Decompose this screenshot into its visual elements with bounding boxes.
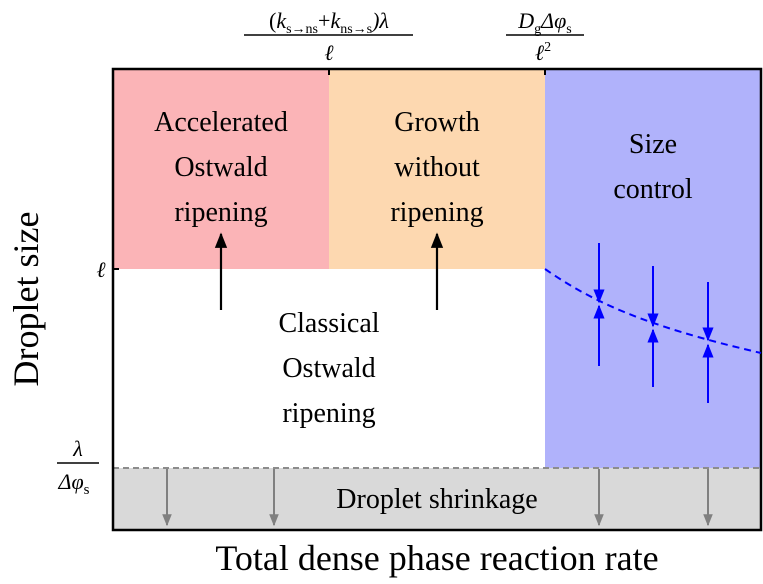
- label-accelerated-line1: Accelerated: [154, 107, 288, 138]
- label-droplet-shrinkage: Droplet shrinkage: [336, 484, 537, 515]
- size-control-curve: [544, 268, 762, 354]
- label-growth-line2: without: [394, 152, 480, 183]
- x-axis-label: Total dense phase reaction rate: [215, 538, 658, 578]
- lambda-denominator: Δφs: [58, 469, 90, 498]
- y-axis-label: Droplet size: [6, 212, 46, 387]
- plot-frame: [111, 67, 763, 532]
- region-droplet-shrinkage: [113, 468, 761, 530]
- lambda-numerator: λ: [72, 436, 83, 461]
- rate-denominator: ℓ: [324, 40, 334, 65]
- top-tick-label-rate: (ks→ns+kns→s)λ ℓ: [244, 8, 413, 65]
- label-classical-line1: Classical: [278, 308, 379, 339]
- diffusion-denominator: ℓ2: [535, 40, 551, 65]
- label-classical-line2: Ostwald: [282, 353, 375, 384]
- label-accelerated-line2: Ostwald: [174, 152, 267, 183]
- label-growth-line3: ripening: [390, 197, 483, 228]
- top-tick-label-diffusion: DgΔφs ℓ2: [506, 8, 584, 65]
- label-size-control-line2: control: [613, 174, 693, 205]
- diffusion-numerator: DgΔφs: [517, 8, 571, 37]
- label-growth-line1: Growth: [394, 107, 480, 138]
- label-classical-line3: ripening: [282, 398, 375, 429]
- region-classical-ostwald: [113, 269, 545, 468]
- rate-numerator: (ks→ns+kns→s)λ: [269, 8, 389, 37]
- label-accelerated-line3: ripening: [174, 197, 267, 228]
- label-size-control-line1: Size: [629, 129, 677, 160]
- tick-label-ell: ℓ: [96, 257, 106, 282]
- tick-label-lambda-over-dphi: λ Δφs: [57, 436, 99, 498]
